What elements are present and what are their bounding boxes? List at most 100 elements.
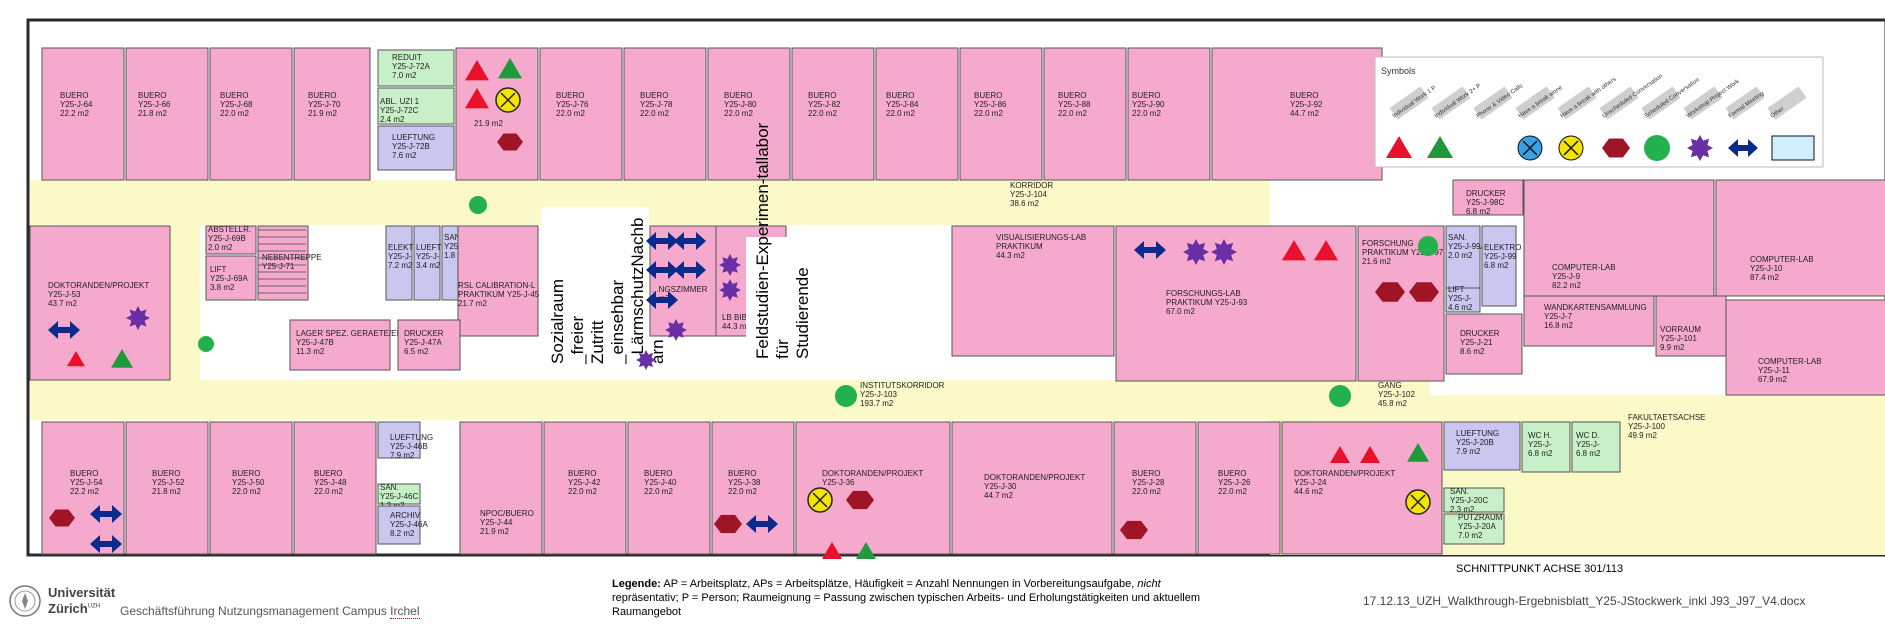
triangle-icon [465, 88, 489, 109]
legend-hexagon-icon [1602, 138, 1630, 158]
hexagon-icon [1375, 282, 1405, 302]
double-arrow-icon [1134, 241, 1166, 259]
double-arrow-icon [646, 232, 678, 250]
legend-arrow-shape [1389, 86, 1429, 120]
uzh-superscript: UZH [87, 603, 101, 610]
room-r51 [377, 505, 421, 545]
department-campus: Irchel [390, 604, 420, 619]
xcircle-icon [1405, 489, 1431, 515]
circle-icon [198, 336, 214, 352]
legend-arrow-shape [1725, 86, 1765, 120]
room-r19 [1452, 179, 1524, 216]
room-r23 [257, 225, 309, 301]
university-name-zurich: Zürich [48, 601, 88, 616]
circle-icon [469, 196, 487, 214]
double-arrow-icon [646, 261, 678, 279]
legend-body-1: AP = Arbeitsplatz, APs = Arbeitsplätze, … [660, 578, 1138, 590]
legend-double-arrow-icon [1728, 139, 1758, 157]
legend-text: Legende: AP = Arbeitsplatz, APs = Arbeit… [612, 577, 1212, 619]
star-icon [719, 254, 741, 276]
legend-x-mark [1563, 140, 1579, 156]
room-r45 [41, 421, 125, 555]
star-icon [636, 350, 656, 370]
triangle-icon [1282, 240, 1306, 261]
double-arrow-icon [646, 291, 678, 309]
room-r24 [385, 225, 413, 301]
room-r5 [377, 49, 455, 87]
triangle-icon [67, 351, 85, 367]
room-r22 [205, 255, 257, 301]
room-r21 [205, 225, 257, 255]
room-r4 [293, 47, 371, 181]
room-r62 [1521, 421, 1571, 473]
room-r41 [1725, 299, 1885, 396]
room-r10 [623, 47, 707, 181]
legend-x-mark [1522, 140, 1538, 156]
hexagon-icon [714, 514, 742, 534]
room-r8 [455, 47, 539, 181]
feldstudien-callout-text: Feldstudien-Experimen-tallaborfürStudier… [753, 122, 812, 359]
legend-arrow-shape [1599, 86, 1639, 120]
sozialraum-callout-box [541, 207, 649, 372]
room-r36 [1445, 313, 1523, 375]
lower-corridor [30, 380, 1430, 420]
star-icon [665, 319, 687, 341]
room-r39 [1523, 179, 1715, 297]
room-r49 [377, 421, 421, 459]
department-name: Geschäftsführung Nutzungsmanagement Camp… [120, 604, 420, 619]
double-arrow-icon [90, 535, 122, 553]
room-r28 [289, 319, 391, 371]
room-r34 [1481, 225, 1517, 307]
room-r6 [377, 87, 455, 125]
room-r2 [125, 47, 209, 181]
triangle-icon [465, 60, 489, 81]
circle-icon [835, 385, 857, 407]
room-r59 [1197, 421, 1281, 555]
triangle-icon [1360, 446, 1380, 463]
legend-arrow-shape [1641, 86, 1681, 120]
hexagon-icon [1409, 282, 1439, 302]
room-label: WC D.Y25-J-6.8 m2 [1576, 431, 1601, 458]
double-arrow-icon [90, 505, 122, 523]
university-name-line2: ZürichUZH [48, 601, 100, 616]
room-r16 [1127, 47, 1211, 181]
room-r30 [951, 225, 1115, 357]
triangle-icon [822, 542, 842, 559]
room-r9 [539, 47, 623, 181]
hexagon-icon [49, 509, 75, 527]
hexagon-icon [1120, 520, 1148, 540]
room-r50 [377, 483, 421, 505]
triangle-icon [856, 542, 876, 559]
double-arrow-icon [48, 321, 80, 339]
star-icon [126, 306, 150, 330]
triangle-icon [111, 349, 133, 368]
